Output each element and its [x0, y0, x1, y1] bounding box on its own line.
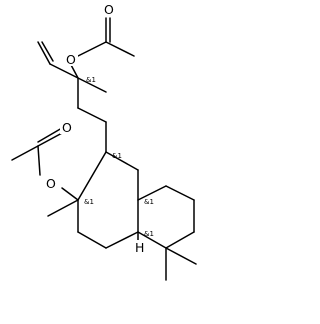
bond-acyl2-methyl: [11, 145, 39, 161]
oxygen-label: O: [66, 52, 76, 67]
oxygen-label: O: [62, 120, 72, 135]
bond-c10-c1: [137, 185, 167, 201]
bond-layer: [11, 17, 197, 281]
bond-c3-c4: [165, 231, 195, 249]
bond-o-lower-acyl: [37, 145, 41, 176]
vinyl-double-bond-inner: [41, 41, 54, 62]
bond-c13-methyl: [77, 77, 107, 93]
bond-c9-c10: [105, 151, 139, 171]
bond-c9-c8: [77, 151, 107, 201]
bond-c12-c11: [77, 107, 107, 123]
stereo-mark: &1: [112, 152, 122, 160]
bond-c7-c6: [77, 231, 107, 249]
molecule-structure: O O O O H &1 &1 &1 &1 &1: [11, 2, 197, 281]
bond-c4-c5: [137, 231, 167, 249]
oxygen-label: O: [104, 2, 114, 17]
bond-c4-methyl-a: [165, 247, 197, 265]
bond-vinyl-c13: [49, 63, 79, 79]
bond-acyl2-carbonyl: [37, 131, 65, 147]
atom-label-layer: O O O O H: [44, 2, 146, 255]
bond-c1-c2: [165, 185, 195, 201]
stereo-mark: &1: [84, 198, 94, 206]
stereo-mark: &1: [144, 198, 154, 206]
stereo-mark: &1: [144, 230, 154, 238]
oxygen-label: O: [46, 176, 56, 191]
bond-acyl-methyl: [105, 41, 135, 57]
bond-c8-o-lower: [61, 187, 79, 201]
bond-c6-c5: [105, 231, 139, 249]
bond-acyl2-carbonyl-inner: [37, 127, 63, 143]
bond-o-upper-acyl: [77, 41, 107, 57]
stereo-mark: &1: [86, 76, 96, 84]
bond-c8-methyl: [47, 199, 79, 217]
hydrogen-label: H: [135, 240, 144, 255]
stereo-mark-layer: &1 &1 &1 &1 &1: [84, 76, 154, 238]
vinyl-double-bond: [37, 41, 51, 65]
